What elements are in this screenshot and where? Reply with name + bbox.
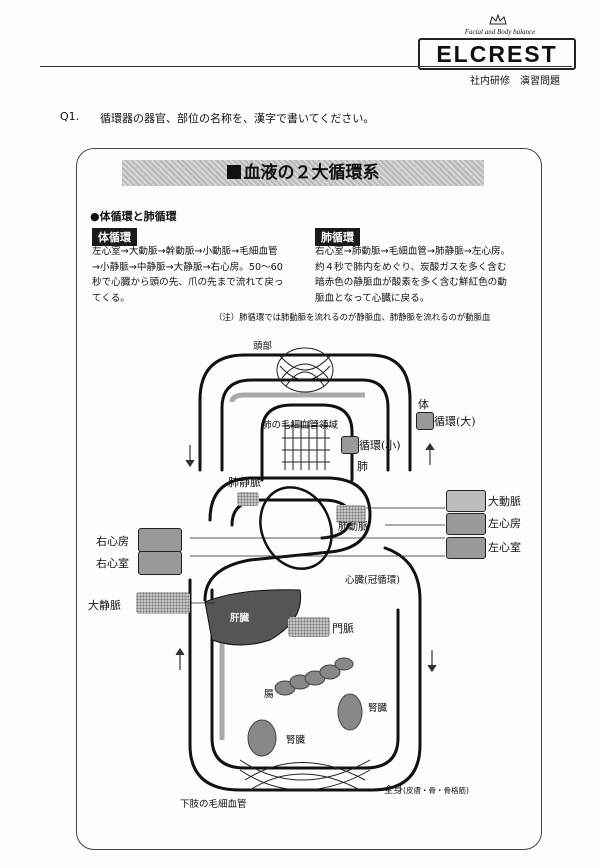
portal-vein-answer: 門脈 [332,622,354,635]
upper-circuit [198,353,412,472]
right-ventricle-answer: 右心室 [96,557,129,570]
head-capillaries [276,347,334,393]
pulmonary-line: 暗赤色の静脈血が酸素を多く含む鮮紅色の動 [315,277,507,288]
pulmonary-tag: 肺循環 [315,228,360,246]
content-panel [76,148,542,850]
intestine-shape [274,657,354,696]
limb-capillaries [239,759,371,791]
pulmonary-line: 脈血となって心臓に戻る。 [315,292,430,304]
left-ventricle-answer: 左心室 [488,541,521,554]
heart-loop [203,476,372,602]
systemic-line: 左心室→大動脈→幹動脈→小動脈→毛細血管 [92,246,278,257]
answer-box[interactable] [416,412,434,430]
systemic-line: 秒で心臓から頭の先、爪の先まで流れて戻っ [92,277,284,288]
panel-banner: 血液の２大循環系 [122,160,484,186]
left-atrium-answer: 左心房 [488,517,521,530]
section-title: ●体循環と肺循環 [90,210,177,223]
banner-title: 血液の２大循環系 [243,163,380,183]
flow-arrows [175,442,437,673]
document-label: 社内研修 演習問題 [470,76,560,87]
aorta-answer: 大動脈 [488,495,521,508]
pulmonary-answer: 循環(小) [359,439,401,452]
answer-box[interactable] [138,551,182,575]
square-bullet-icon [226,165,241,179]
pulmonary-vein-answer: 肺静脈 [228,476,261,489]
blood-note: （注）肺循環では肺動脈を流れるのが静脈血、肺静脈を流れるのが動脈血 [214,312,491,322]
systemic-description: 左心室→大動脈→幹動脈→小動脈→毛細血管 →小静脈→中静脈→大静脈→右心房。50… [92,244,302,306]
heart-coil [259,486,333,570]
liver-label: 肝臓 [230,613,250,624]
answer-box[interactable] [446,537,486,559]
pulmonary-line: 約４秒で肺内をめぐり、炭酸ガスを多く含む [315,261,507,273]
leader-lines [190,507,445,604]
systemic-line: →小静脈→中静脈→大静脈→右心房。50～60 [92,261,283,273]
lung-capillaries [282,420,330,470]
vena-cava-answer: 大静脈 [88,599,121,612]
question-text: 循環器の器官、部位の名称を、漢字で書いてください。 [100,112,375,125]
whole-body-text: 全身 [384,785,404,796]
lung-capillary-label: 肺の毛細血管領域 [262,420,339,431]
kidney-right-label: 腎臓 [368,703,388,714]
right-atrium-answer: 右心房 [96,535,129,548]
header-rule [40,66,572,67]
whole-body-label: 全身(皮膚・骨・骨格筋) [384,782,469,796]
lung-answer: 肺 [357,460,368,473]
kidney-left-label: 腎臓 [286,735,306,746]
head-label: 頭部 [253,341,273,352]
liver-shape [204,589,302,646]
crown-icon [489,14,507,25]
answer-box[interactable] [138,528,182,552]
kidney-left-shape [247,719,277,757]
whole-body-note: (皮膚・骨・骨格筋) [403,786,469,795]
systemic-line: てくる。 [92,292,130,304]
systemic-prefix: 体 [418,398,429,411]
heart-label: 心臓(冠循環) [345,575,400,586]
pulmonary-description: 右心室→肺動脈→毛細血管→肺静脈→左心房。 約４秒で肺内をめぐり、炭酸ガスを多く… [315,244,537,306]
systemic-tag: 体循環 [92,228,137,246]
lower-circuit [188,546,422,792]
lung-loop [260,403,354,482]
lower-limb-label: 下肢の毛細血管 [180,799,247,810]
answer-box[interactable] [237,492,259,506]
answer-box[interactable] [446,490,486,512]
brand-logo: Facial and Body balance ELCREST [418,14,578,70]
question-number: Q1. [60,110,80,123]
answer-box[interactable] [136,592,190,614]
answer-box[interactable] [288,617,330,637]
answer-box[interactable] [336,505,366,523]
intestine-label: 腸 [264,689,274,700]
answer-box[interactable] [341,436,359,454]
kidney-right-shape [337,693,363,731]
brand-tagline: Facial and Body balance [464,28,536,36]
brand-name: ELCREST [418,38,576,70]
answer-box[interactable] [446,513,486,535]
lower-circuit-inner [210,588,400,770]
pulmonary-line: 右心室→肺動脈→毛細血管→肺静脈→左心房。 [315,246,511,257]
pulmonary-artery-answer: 肺動脈 [338,522,368,533]
systemic-answer: 循環(大) [434,415,476,428]
